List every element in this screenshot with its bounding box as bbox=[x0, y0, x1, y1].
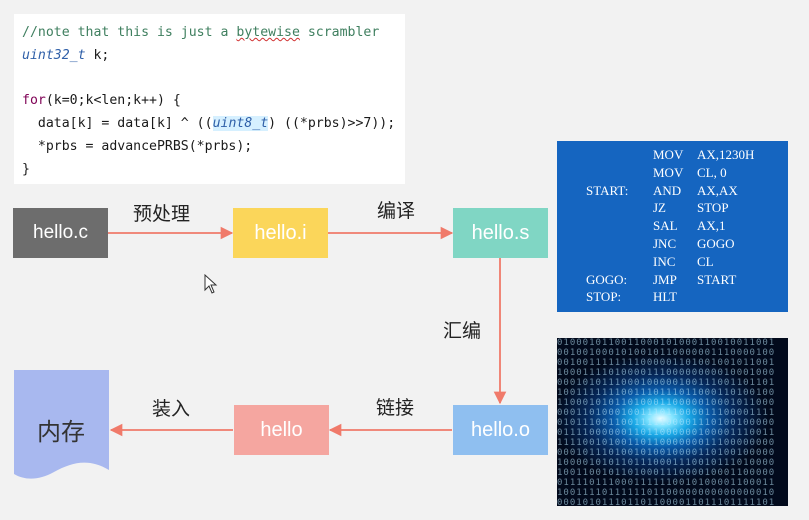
assembly-operand: AX,1230H bbox=[697, 147, 755, 162]
mouse-pointer-icon bbox=[204, 274, 218, 294]
label-preprocess: 预处理 bbox=[133, 203, 191, 225]
label-link: 链接 bbox=[376, 397, 415, 419]
node-hello-c: hello.c bbox=[13, 208, 108, 258]
code-line-6: *prbs = advancePRBS(*prbs); bbox=[22, 139, 253, 154]
label-assemble: 汇编 bbox=[443, 320, 482, 342]
node-memory: 内存 bbox=[14, 370, 109, 479]
node-hello-i: hello.i bbox=[233, 208, 328, 258]
code-line-7: } bbox=[22, 162, 30, 177]
code-line-1: //note that this is just a bytewise scra… bbox=[22, 21, 405, 44]
binary-tunnel-image: 0100010110011000101000110010011001 00100… bbox=[557, 338, 788, 506]
assembly-label: START: bbox=[586, 182, 629, 198]
assembly-opcode: AND bbox=[653, 182, 682, 198]
assembly-line: MOV AX,1230H bbox=[557, 146, 788, 164]
assembly-operand: GOGO bbox=[697, 236, 735, 251]
node-hello-s: hello.s bbox=[453, 208, 548, 258]
assembly-opcode: JZ bbox=[653, 200, 666, 216]
assembly-line: JZ STOP bbox=[557, 199, 788, 217]
label-compile: 编译 bbox=[377, 200, 416, 222]
code-line-4: for(k=0;k<len;k++) { bbox=[22, 93, 181, 108]
assembly-opcode: SAL bbox=[653, 218, 678, 234]
node-hello: hello bbox=[234, 405, 329, 455]
assembly-opcode: JNC bbox=[653, 236, 677, 251]
node-memory-label: 内存 bbox=[37, 418, 85, 446]
assembly-operand: AX,1 bbox=[697, 218, 726, 234]
assembly-line: MOV CL, 0 bbox=[557, 164, 788, 182]
binary-digits-decoration: 0100010110011000101000110010011001 00100… bbox=[557, 338, 776, 506]
assembly-opcode: MOV bbox=[653, 164, 684, 180]
assembly-operand: AX,AX bbox=[697, 182, 738, 198]
assembly-line: STOP: HLT bbox=[557, 288, 788, 306]
assembly-line: START: AND AX,AX bbox=[557, 182, 788, 200]
assembly-opcode: HLT bbox=[653, 289, 678, 305]
code-snippet: //note that this is just a bytewise scra… bbox=[14, 14, 405, 184]
code-line-2: uint32_t k; bbox=[22, 48, 110, 63]
assembly-opcode: MOV bbox=[653, 147, 684, 162]
assembly-operand: CL, 0 bbox=[697, 164, 727, 180]
assembly-line: JNC GOGO bbox=[557, 235, 788, 253]
assembly-line: SAL AX,1 bbox=[557, 217, 788, 235]
assembly-operand: START bbox=[697, 271, 737, 287]
assembly-operand: STOP bbox=[697, 200, 729, 216]
assembly-opcode: INC bbox=[653, 253, 676, 269]
assembly-opcode: JMP bbox=[653, 271, 677, 287]
code-line-5: data[k] = data[k] ^ ((uint8_t) ((*prbs)>… bbox=[22, 116, 396, 131]
assembly-label: STOP: bbox=[586, 289, 622, 305]
assembly-line: INC CL bbox=[557, 253, 788, 271]
node-hello-o: hello.o bbox=[453, 405, 548, 455]
code-comment: //note that this is just a bytewise scra… bbox=[22, 25, 380, 40]
assembly-line: GOGO: JMP START bbox=[557, 271, 788, 289]
label-load: 装入 bbox=[152, 398, 191, 420]
assembly-label: GOGO: bbox=[586, 271, 628, 287]
assembly-operand: CL bbox=[697, 253, 714, 269]
